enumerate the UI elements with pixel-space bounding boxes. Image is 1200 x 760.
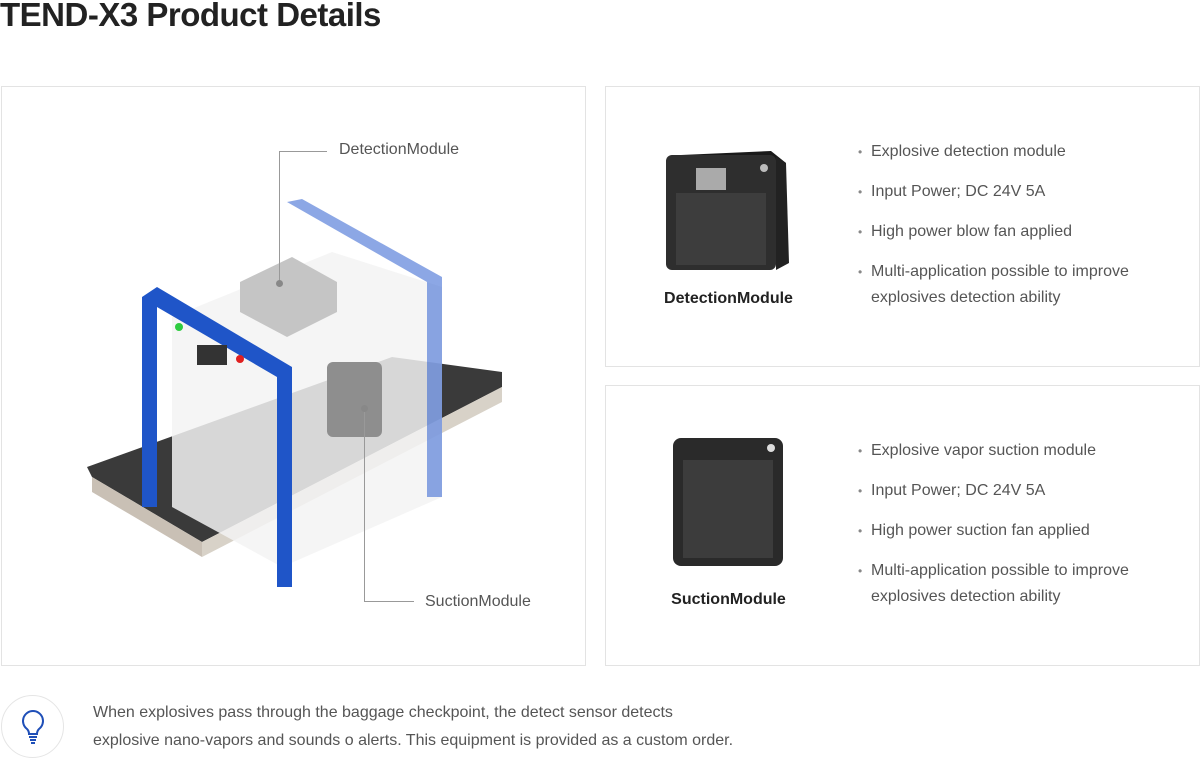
feature-item: High power blow fan applied <box>858 219 1158 245</box>
suction-module-card: SuctionModule Explosive vapor suction mo… <box>605 385 1200 666</box>
feature-item: High power suction fan applied <box>858 518 1158 544</box>
info-note-line-2: explosive nano-vapors and sounds o alert… <box>93 732 734 749</box>
feature-item: Explosive detection module <box>858 139 1158 165</box>
detection-module-image <box>666 151 789 270</box>
detection-feature-list: Explosive detection module Input Power; … <box>858 139 1158 325</box>
detection-module-card: DetectionModule Explosive detection modu… <box>605 86 1200 367</box>
feature-item: Explosive vapor suction module <box>858 438 1158 464</box>
suction-feature-list: Explosive vapor suction module Input Pow… <box>858 438 1158 624</box>
feature-item: Input Power; DC 24V 5A <box>858 179 1158 205</box>
info-note: When explosives pass through the baggage… <box>93 699 733 755</box>
detection-module-label: DetectionModule <box>664 290 793 307</box>
lightbulb-icon <box>1 695 64 758</box>
page-title: TEND-X3 Product Details <box>0 0 381 33</box>
suction-module-image <box>673 438 783 566</box>
info-note-line-1: When explosives pass through the baggage… <box>93 704 673 721</box>
suction-module-callout: SuctionModule <box>425 593 531 610</box>
suction-module-label: SuctionModule <box>671 591 786 608</box>
system-diagram-panel: DetectionModule SuctionModule <box>1 86 586 666</box>
feature-item: Multi-application possible to improve ex… <box>858 558 1158 610</box>
detection-module-callout: DetectionModule <box>339 141 460 158</box>
feature-item: Multi-application possible to improve ex… <box>858 259 1158 311</box>
feature-item: Input Power; DC 24V 5A <box>858 478 1158 504</box>
checkpoint-illustration <box>87 199 502 587</box>
